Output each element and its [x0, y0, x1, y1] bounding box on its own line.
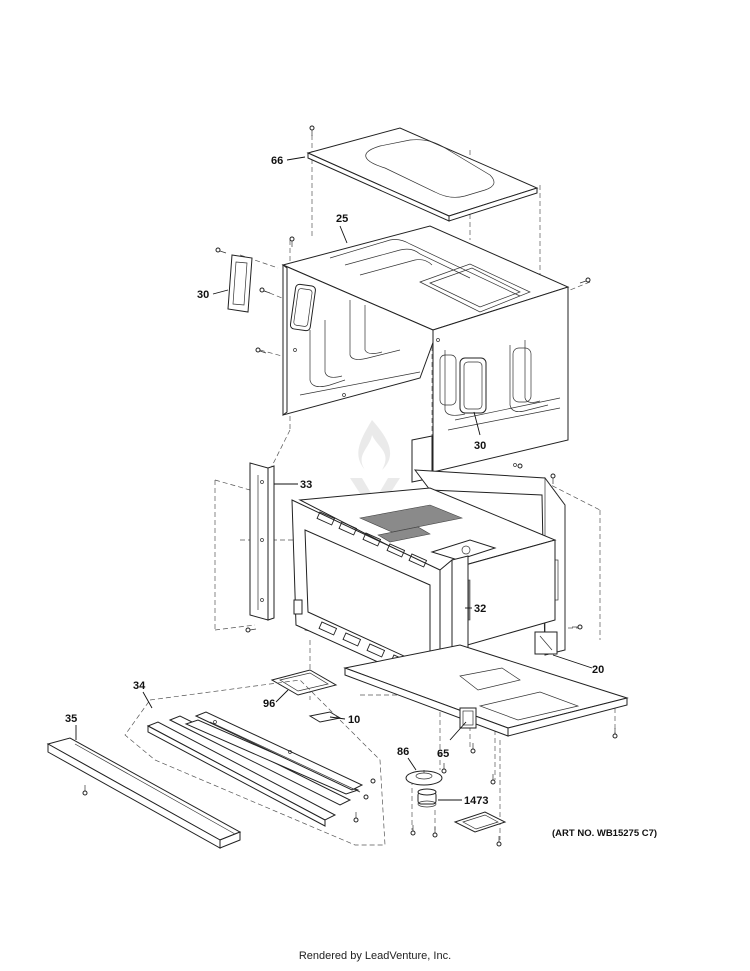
screw-icon — [363, 794, 369, 800]
screw-icon — [517, 463, 523, 469]
screw-icon — [370, 778, 376, 784]
screw-icon — [215, 247, 227, 254]
part-86-coupling — [405, 770, 443, 786]
label-30-right: 30 — [474, 440, 486, 452]
label-34: 34 — [133, 680, 146, 692]
art-number: (ART NO. WB15275 C7) — [552, 828, 657, 839]
screw-icon — [289, 236, 295, 247]
screw-icon — [82, 785, 88, 796]
part-30-gasket-left — [227, 254, 253, 313]
label-32: 32 — [474, 603, 486, 615]
leader-lines — [75, 156, 593, 801]
part-1473-motor — [417, 788, 507, 833]
part-33-side-trim — [249, 462, 275, 621]
screws — [82, 125, 618, 847]
label-86: 86 — [397, 746, 409, 758]
label-65: 65 — [437, 748, 449, 760]
part-10-label — [308, 711, 342, 723]
screw-icon — [496, 836, 502, 847]
watermark-logo — [350, 420, 400, 512]
screw-icon — [612, 728, 618, 739]
label-10: 10 — [348, 714, 360, 726]
screw-icon — [579, 277, 591, 284]
screw-icon — [259, 287, 271, 294]
screw-icon — [470, 743, 476, 754]
screw-icon — [572, 624, 583, 630]
screw-icon — [550, 473, 556, 484]
part-65-bottom-tray — [343, 644, 629, 737]
label-20: 20 — [592, 664, 604, 676]
part-35-front-trim — [46, 737, 242, 849]
screw-icon — [353, 812, 359, 823]
label-96: 96 — [263, 698, 275, 710]
label-35: 35 — [65, 713, 77, 725]
part-labels: 66 25 30 30 33 32 20 96 10 34 35 86 65 1… — [65, 155, 657, 839]
label-33: 33 — [300, 479, 312, 491]
label-25: 25 — [336, 213, 348, 225]
part-96-cover-plate — [270, 669, 338, 696]
label-66: 66 — [271, 155, 283, 167]
label-1473: 1473 — [464, 795, 488, 807]
screw-icon — [245, 627, 257, 633]
screw-icon — [432, 827, 438, 838]
part-25-cabinet-wrapper — [281, 225, 570, 473]
screw-icon — [309, 125, 315, 136]
screw-icon — [490, 774, 496, 785]
screw-icon — [441, 763, 447, 774]
footer-credit: Rendered by LeadVenture, Inc. — [298, 950, 452, 962]
screw-icon — [410, 825, 416, 836]
label-30-left: 30 — [197, 289, 209, 301]
screw-icon — [255, 347, 267, 354]
part-66-top-panel — [306, 127, 539, 222]
part-34-kit-group — [124, 679, 386, 846]
